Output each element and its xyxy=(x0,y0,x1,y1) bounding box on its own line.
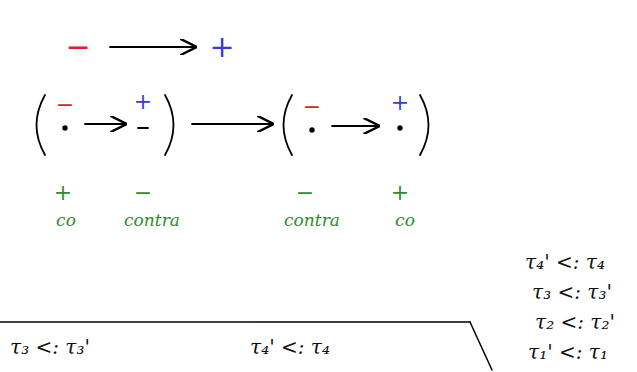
subtype-judgement: τ₂ <: τ₂' xyxy=(535,312,615,332)
subtype-judgement: τ₁' <: τ₁ xyxy=(528,342,608,362)
placeholder-dot xyxy=(63,126,67,130)
variance-sign: − xyxy=(134,182,152,204)
paren xyxy=(37,95,46,155)
arrow-stroke xyxy=(332,125,378,127)
placeholder-dot xyxy=(398,126,402,130)
premise: τ₄' <: τ₄ xyxy=(250,337,330,357)
paren xyxy=(420,95,429,155)
premise: τ₃ <: τ₃' xyxy=(10,337,90,357)
placeholder-dot xyxy=(310,128,314,132)
variance-word: co xyxy=(395,212,415,229)
variance-sign: − xyxy=(303,96,321,118)
placeholder-dash xyxy=(138,127,148,129)
variance-word: co xyxy=(56,212,76,229)
variance-sign: + xyxy=(134,91,152,113)
variance-sign: − xyxy=(65,32,90,62)
variance-sign: + xyxy=(209,32,234,62)
paren xyxy=(284,95,293,155)
variance-sign: − xyxy=(296,182,314,204)
arrow-stroke xyxy=(85,123,125,125)
variance-sign: + xyxy=(391,182,409,204)
arrow-stroke xyxy=(110,46,195,48)
variance-word: contra xyxy=(124,212,180,229)
variance-word: contra xyxy=(284,212,340,229)
paren xyxy=(165,95,174,155)
variance-sign: + xyxy=(391,92,409,114)
arrow-stroke xyxy=(192,123,272,125)
rule-bar xyxy=(0,321,470,323)
subtype-judgement: τ₄' <: τ₄ xyxy=(525,252,605,272)
rule-bar xyxy=(470,322,492,370)
variance-sign: − xyxy=(56,94,74,116)
variance-sign: + xyxy=(54,182,72,204)
subtype-judgement: τ₃ <: τ₃' xyxy=(532,282,612,302)
